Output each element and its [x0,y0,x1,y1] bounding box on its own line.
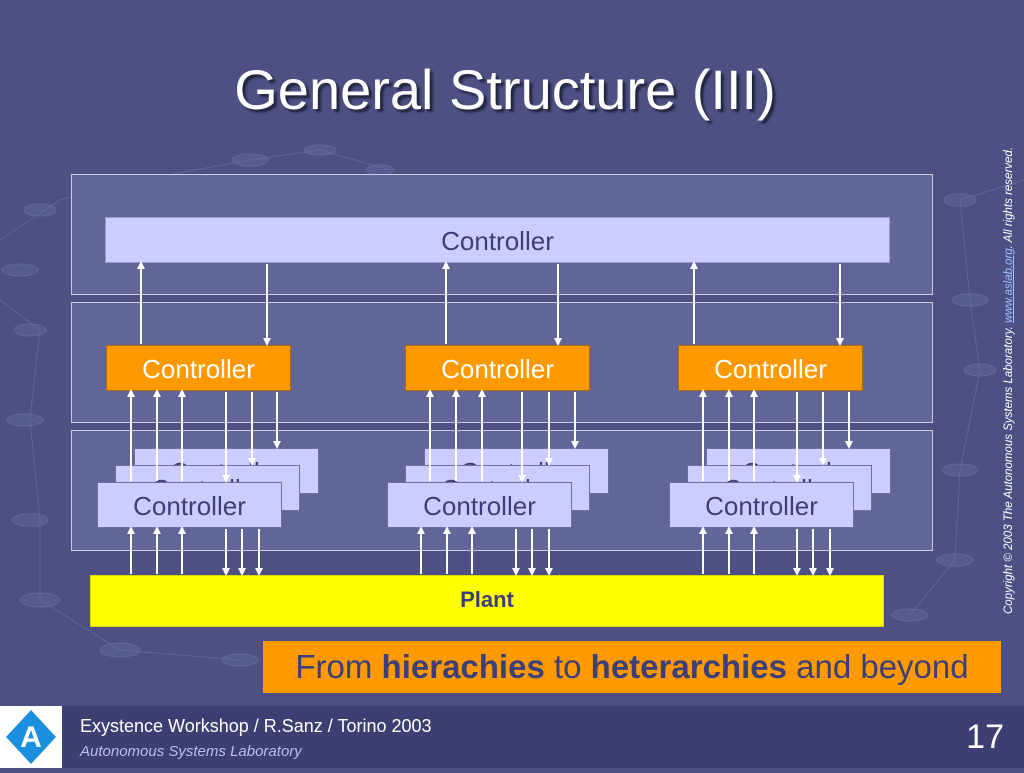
slide-title: General Structure (III) [234,58,776,121]
banner-bold-1: hierachies [381,648,545,685]
copyright-prefix: Copyright © 2003 The Autonomous Systems … [1003,322,1015,614]
footer-workshop: Exystence Workshop / R.Sanz / Torino 200… [80,716,432,736]
aslab-logo-icon: A [6,710,56,764]
hierarchies-banner: From hierachies to heterarchies and beyo… [263,641,1001,693]
page-number: 17 [966,718,1004,756]
banner-text-2: to [544,648,591,685]
low-controller-1c: Controller [97,482,282,528]
low-controller-3c: Controller [669,482,854,528]
mid-controller-2: Controller [405,345,590,391]
low-controller-2c: Controller [387,482,572,528]
aslab-link[interactable]: www.aslab.org [1003,248,1015,323]
banner-text-3: and beyond [786,648,969,685]
svg-text:A: A [20,721,42,754]
footer-lab: Autonomous Systems Laboratory [80,743,302,760]
top-controller: Controller [105,217,890,263]
plant-box: Plant [90,575,884,627]
mid-controller-1: Controller [106,345,291,391]
banner-bold-2: heterarchies [590,648,787,685]
footer-bar [0,706,1024,768]
copyright-suffix: . All rights reserved. [1003,146,1015,249]
mid-controller-3: Controller [678,345,863,391]
aslab-logo: A [0,706,62,768]
copyright-notice: Copyright © 2003 The Autonomous Systems … [1003,147,1015,614]
banner-text-1: From [295,648,382,685]
